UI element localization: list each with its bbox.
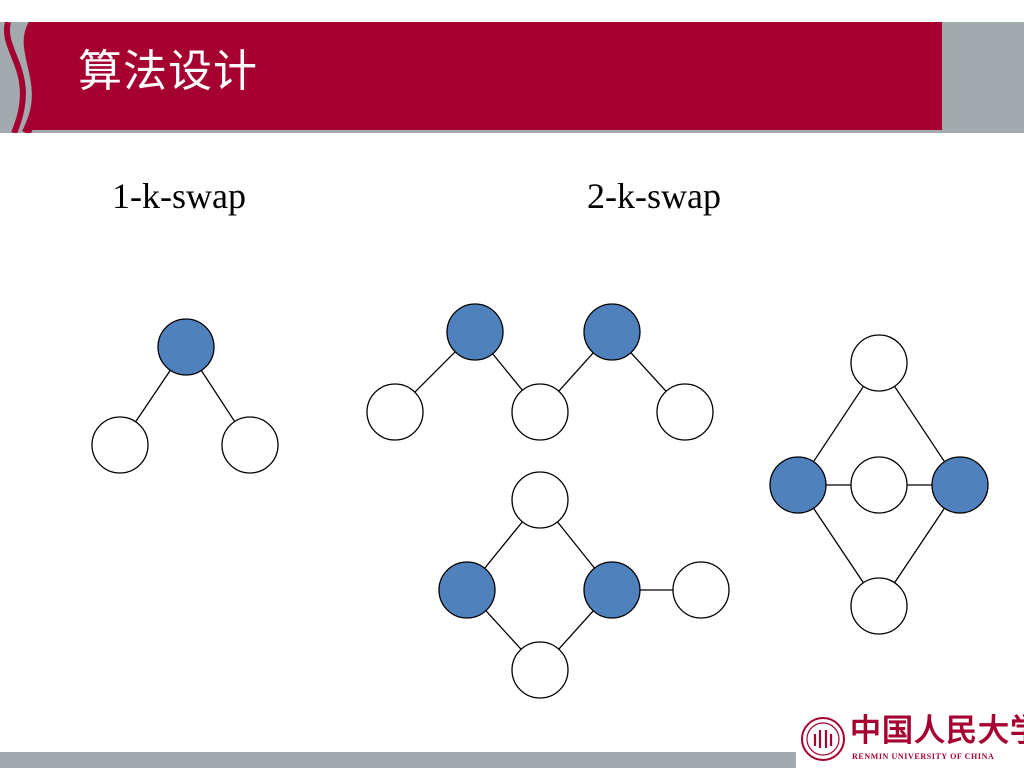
node-d3-right-selected <box>583 561 641 619</box>
edge-d4-bottom-d4-right <box>894 507 945 584</box>
edge-d3-bottom-d3-left <box>485 610 522 650</box>
node-d2-bottom-a-empty <box>366 383 424 441</box>
node-d4-top-empty <box>850 334 908 392</box>
university-emblem-icon <box>801 717 845 761</box>
footer-band <box>0 752 1024 768</box>
node-d2-bottom-c-empty <box>656 383 714 441</box>
edge-d3-top-d3-left <box>484 521 523 569</box>
edge-d3-top-d3-right <box>556 521 596 569</box>
header-ribbon-decoration <box>3 22 41 133</box>
logo-english-name: RENMIN UNIVERSITY OF CHINA <box>852 752 995 761</box>
edge-d4-top-d4-right <box>893 385 946 463</box>
node-d2-top-b-selected <box>583 303 641 361</box>
edge-d1-top-d1-left <box>135 369 171 423</box>
slide-title: 算法设计 <box>78 46 258 97</box>
node-d3-bottom-empty <box>511 641 569 699</box>
edge-d1-top-d1-right <box>200 370 236 422</box>
heading-1-k-swap: 1-k-swap <box>112 176 246 216</box>
edge-d2-top-b-d2-bottom-c <box>630 352 667 392</box>
edge-d2-top-a-d2-bottom-a <box>414 351 456 393</box>
node-d3-top-empty <box>511 471 569 529</box>
edge-d3-bottom-d3-right <box>558 610 594 650</box>
node-d3-left-selected <box>438 561 496 619</box>
node-d1-right-empty <box>221 416 279 474</box>
node-d4-left-selected <box>769 456 827 514</box>
node-d2-bottom-b-empty <box>511 383 569 441</box>
node-d4-right-selected <box>931 456 989 514</box>
edge-d2-top-b-d2-bottom-b <box>558 352 594 392</box>
node-d3-side-empty <box>672 561 730 619</box>
edge-d4-top-d4-left <box>812 385 865 463</box>
logo-chinese-name: 中国人民大学 <box>850 713 1024 749</box>
node-d1-top-selected <box>157 318 215 376</box>
edge-d2-top-a-d2-bottom-b <box>492 353 523 391</box>
node-d4-center-empty <box>850 456 908 514</box>
heading-2-k-swap: 2-k-swap <box>587 176 721 216</box>
title-bar <box>32 22 942 130</box>
node-d4-bottom-empty <box>850 577 908 635</box>
node-d2-top-a-selected <box>446 303 504 361</box>
edge-d4-bottom-d4-left <box>813 507 864 584</box>
node-d1-left-empty <box>91 416 149 474</box>
university-logo: 中国人民大学 RENMIN UNIVERSITY OF CHINA <box>796 712 1024 768</box>
